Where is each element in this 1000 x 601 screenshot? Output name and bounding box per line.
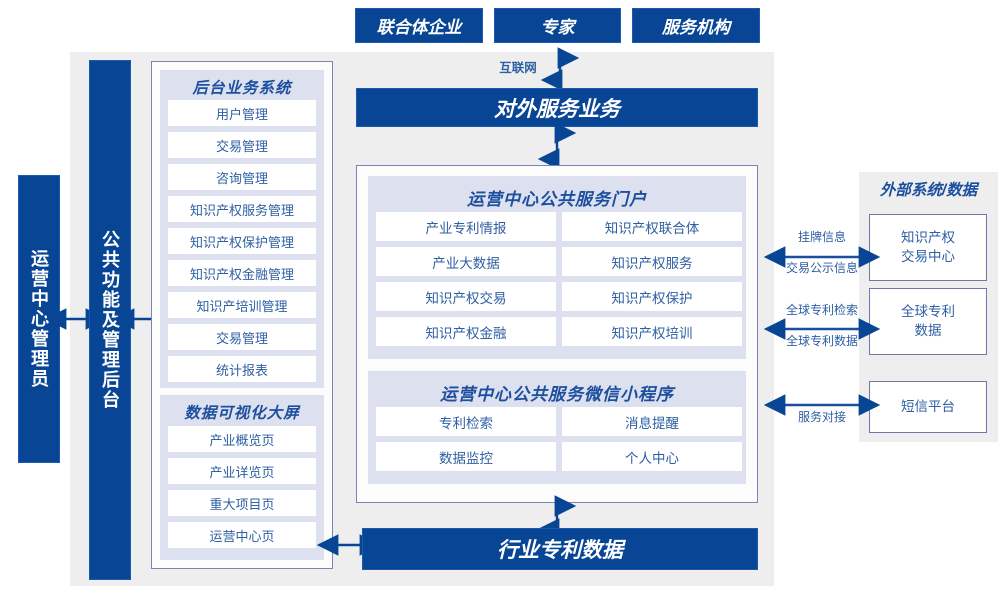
list-item[interactable]: 产业大数据	[376, 247, 556, 276]
external-box-line-1: 知识产权	[901, 230, 955, 246]
link-arrow-ip-trading	[763, 246, 881, 268]
list-item[interactable]: 知识产权金融	[376, 317, 556, 346]
actor-box-service-agency[interactable]: 服务机构	[632, 8, 760, 43]
common-function-backend-column[interactable]: 公共功能及管理后台	[89, 60, 131, 580]
internet-label: 互联网	[499, 61, 537, 75]
backend-business-system-title: 后台业务系统	[192, 80, 292, 97]
list-item[interactable]: 知识产权保护管理	[168, 228, 316, 254]
external-box-line-1: 全球专利	[901, 304, 955, 320]
service-to-portal-arrow	[537, 122, 577, 170]
external-systems-title: 外部系统/数据	[879, 182, 978, 199]
list-item[interactable]: 知识产权保护	[562, 282, 742, 311]
portal-to-industry-data-arrow	[537, 495, 577, 540]
internet-connector-arrow	[540, 47, 580, 91]
list-item[interactable]: 数据监控	[376, 442, 556, 471]
admin-to-backend-arrow	[44, 308, 108, 330]
link-label-trade-disclosure: 交易公示信息	[785, 261, 858, 275]
list-item[interactable]: 专利检索	[376, 407, 556, 436]
panel-to-industry-data-arrow	[316, 534, 382, 556]
link-label-global-patent-data: 全球专利数据	[785, 334, 858, 348]
list-item[interactable]: 交易管理	[168, 324, 316, 350]
public-service-portal-title: 运营中心公共服务门户	[467, 190, 647, 209]
list-item[interactable]: 消息提醒	[562, 407, 742, 436]
actor-box-alliance-enterprise[interactable]: 联合体企业	[355, 8, 483, 43]
list-item[interactable]: 知识产权服务管理	[168, 196, 316, 222]
external-service-business-bar[interactable]: 对外服务业务	[356, 88, 758, 127]
list-item[interactable]: 知识产权金融管理	[168, 260, 316, 286]
list-item[interactable]: 个人中心	[562, 442, 742, 471]
external-box-global-patent-data[interactable]: 全球专利 数据	[869, 288, 987, 355]
list-item[interactable]: 重大项目页	[168, 490, 316, 516]
external-box-line-2: 交易中心	[901, 248, 955, 264]
list-item[interactable]: 知识产权服务	[562, 247, 742, 276]
link-label-service-docking: 服务对接	[797, 410, 846, 424]
wechat-miniprogram-title: 运营中心公共服务微信小程序	[440, 385, 674, 404]
data-visualization-title: 数据可视化大屏	[184, 405, 300, 422]
industry-patent-data-bar[interactable]: 行业专利数据	[362, 528, 758, 570]
list-item[interactable]: 交易管理	[168, 132, 316, 158]
list-item[interactable]: 知识产权交易	[376, 282, 556, 311]
link-arrow-sms-platform	[763, 394, 881, 416]
list-item[interactable]: 用户管理	[168, 100, 316, 126]
external-box-sms-platform[interactable]: 短信平台	[869, 381, 987, 433]
list-item[interactable]: 知识产权培训	[562, 317, 742, 346]
list-item[interactable]: 产业专利情报	[376, 212, 556, 241]
link-label-listing-info: 挂牌信息	[797, 230, 846, 244]
list-item[interactable]: 产业概览页	[168, 426, 316, 452]
list-item[interactable]: 知识产权联合体	[562, 212, 742, 241]
list-item[interactable]: 知识产培训管理	[168, 292, 316, 318]
operations-center-admin-column[interactable]: 运营中心管理员	[18, 175, 60, 463]
backend-to-panel-arrow	[112, 308, 174, 330]
list-item[interactable]: 运营中心页	[168, 522, 316, 548]
external-box-ip-trading-center[interactable]: 知识产权 交易中心	[869, 214, 987, 281]
actor-box-expert[interactable]: 专家	[494, 8, 621, 43]
list-item[interactable]: 产业详览页	[168, 458, 316, 484]
external-box-line-2: 数据	[914, 322, 942, 338]
link-label-global-patent-search: 全球专利检索	[785, 303, 858, 317]
list-item[interactable]: 咨询管理	[168, 164, 316, 190]
list-item[interactable]: 统计报表	[168, 356, 316, 382]
link-arrow-global-patent	[763, 318, 881, 340]
